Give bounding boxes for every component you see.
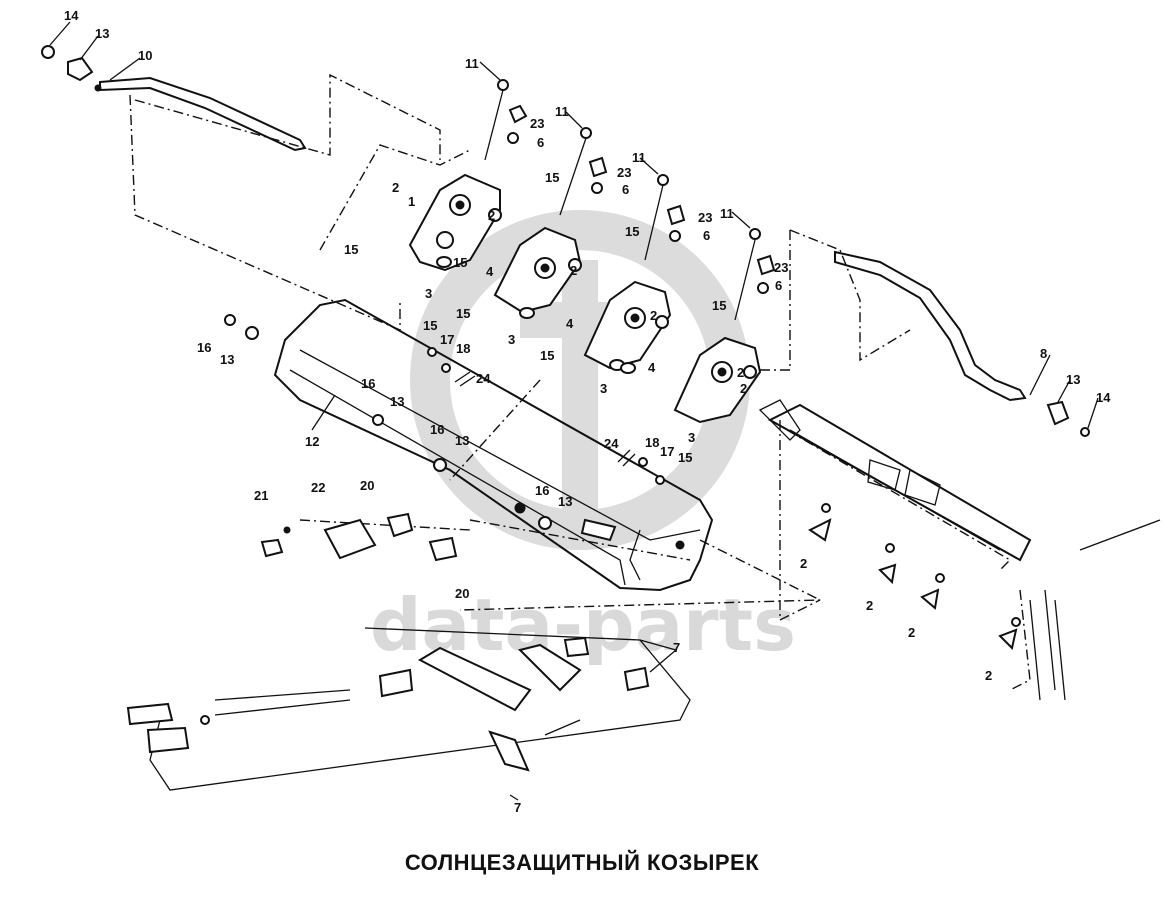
bracket-assembly-2 <box>493 226 582 314</box>
callout-24: 24 <box>604 436 619 451</box>
callout-20: 20 <box>360 478 374 493</box>
callout-2: 2 <box>737 365 744 380</box>
callout-22: 22 <box>311 480 325 495</box>
visor-panel-part-12 <box>273 298 714 592</box>
callout-15: 15 <box>625 224 639 239</box>
callout-1: 1 <box>408 194 415 209</box>
assembly-lines <box>129 73 1161 701</box>
bracket-assembly-1 <box>408 173 502 272</box>
callout-6: 6 <box>622 182 629 197</box>
callout-10: 10 <box>138 48 152 63</box>
callout-3: 3 <box>425 286 432 301</box>
callout-18: 18 <box>456 341 470 356</box>
callout-leaders <box>49 21 1099 801</box>
callout-2: 2 <box>392 180 399 195</box>
callout-2: 2 <box>740 381 747 396</box>
callout-2: 2 <box>866 598 873 613</box>
callout-15: 15 <box>423 318 437 333</box>
callout-2: 2 <box>908 625 915 640</box>
callout-6: 6 <box>703 228 710 243</box>
callout-7: 7 <box>514 800 521 815</box>
callout-15: 15 <box>712 298 726 313</box>
callout-6: 6 <box>775 278 782 293</box>
callout-4: 4 <box>486 264 494 279</box>
callout-3: 3 <box>600 381 607 396</box>
callout-11: 11 <box>720 206 734 221</box>
watermark: data-parts <box>370 210 796 667</box>
callout-17: 17 <box>440 332 454 347</box>
callout-15: 15 <box>453 255 467 270</box>
callout-23: 23 <box>530 116 544 131</box>
callout-23: 23 <box>617 165 631 180</box>
callout-15: 15 <box>540 348 554 363</box>
callout-13: 13 <box>558 494 572 509</box>
callout-15: 15 <box>545 170 559 185</box>
callout-24: 24 <box>476 371 491 386</box>
right-bar-assembly <box>758 399 1032 562</box>
lamp-assembly-part-7 <box>126 627 691 791</box>
callout-2: 2 <box>570 263 577 278</box>
left-rail-part-10 <box>41 45 307 152</box>
callout-2: 2 <box>488 208 495 223</box>
callout-16: 16 <box>197 340 211 355</box>
callout-15: 15 <box>456 306 470 321</box>
callout-17: 17 <box>660 444 674 459</box>
callout-14: 14 <box>64 8 79 23</box>
callout-21: 21 <box>254 488 268 503</box>
callout-15: 15 <box>344 242 358 257</box>
callout-6: 6 <box>537 135 544 150</box>
callout-4: 4 <box>566 316 574 331</box>
callout-16: 16 <box>535 483 549 498</box>
callout-13: 13 <box>390 394 404 409</box>
callout-14: 14 <box>1096 390 1111 405</box>
callout-11: 11 <box>465 56 479 71</box>
callout-13: 13 <box>455 433 469 448</box>
callout-13: 13 <box>220 352 234 367</box>
callout-12: 12 <box>305 434 319 449</box>
callout-23: 23 <box>774 260 788 275</box>
callout-2: 2 <box>985 668 992 683</box>
fastener-hardware <box>224 79 1021 650</box>
bracket-assembly-4 <box>673 336 762 424</box>
callout-2: 2 <box>800 556 807 571</box>
callout-23: 23 <box>698 210 712 225</box>
callout-2: 2 <box>650 308 657 323</box>
callout-13: 13 <box>95 26 109 41</box>
right-rail-part-8 <box>834 250 1090 437</box>
callout-8: 8 <box>1040 346 1047 361</box>
callout-7: 7 <box>673 640 680 655</box>
callout-4: 4 <box>648 360 656 375</box>
callout-3: 3 <box>508 332 515 347</box>
callout-15: 15 <box>678 450 692 465</box>
callout-3: 3 <box>688 430 695 445</box>
callout-13: 13 <box>1066 372 1080 387</box>
callout-16: 16 <box>361 376 375 391</box>
diagram-caption: СОЛНЦЕЗАЩИТНЫЙ КОЗЫРЕК <box>404 850 760 875</box>
callout-18: 18 <box>645 435 659 450</box>
callout-16: 16 <box>430 422 444 437</box>
callout-11: 11 <box>555 104 569 119</box>
callout-labels: 14 13 10 11 23 6 11 23 6 11 23 6 11 23 6… <box>64 8 1111 815</box>
callout-11: 11 <box>632 150 646 165</box>
callout-20: 20 <box>455 586 469 601</box>
